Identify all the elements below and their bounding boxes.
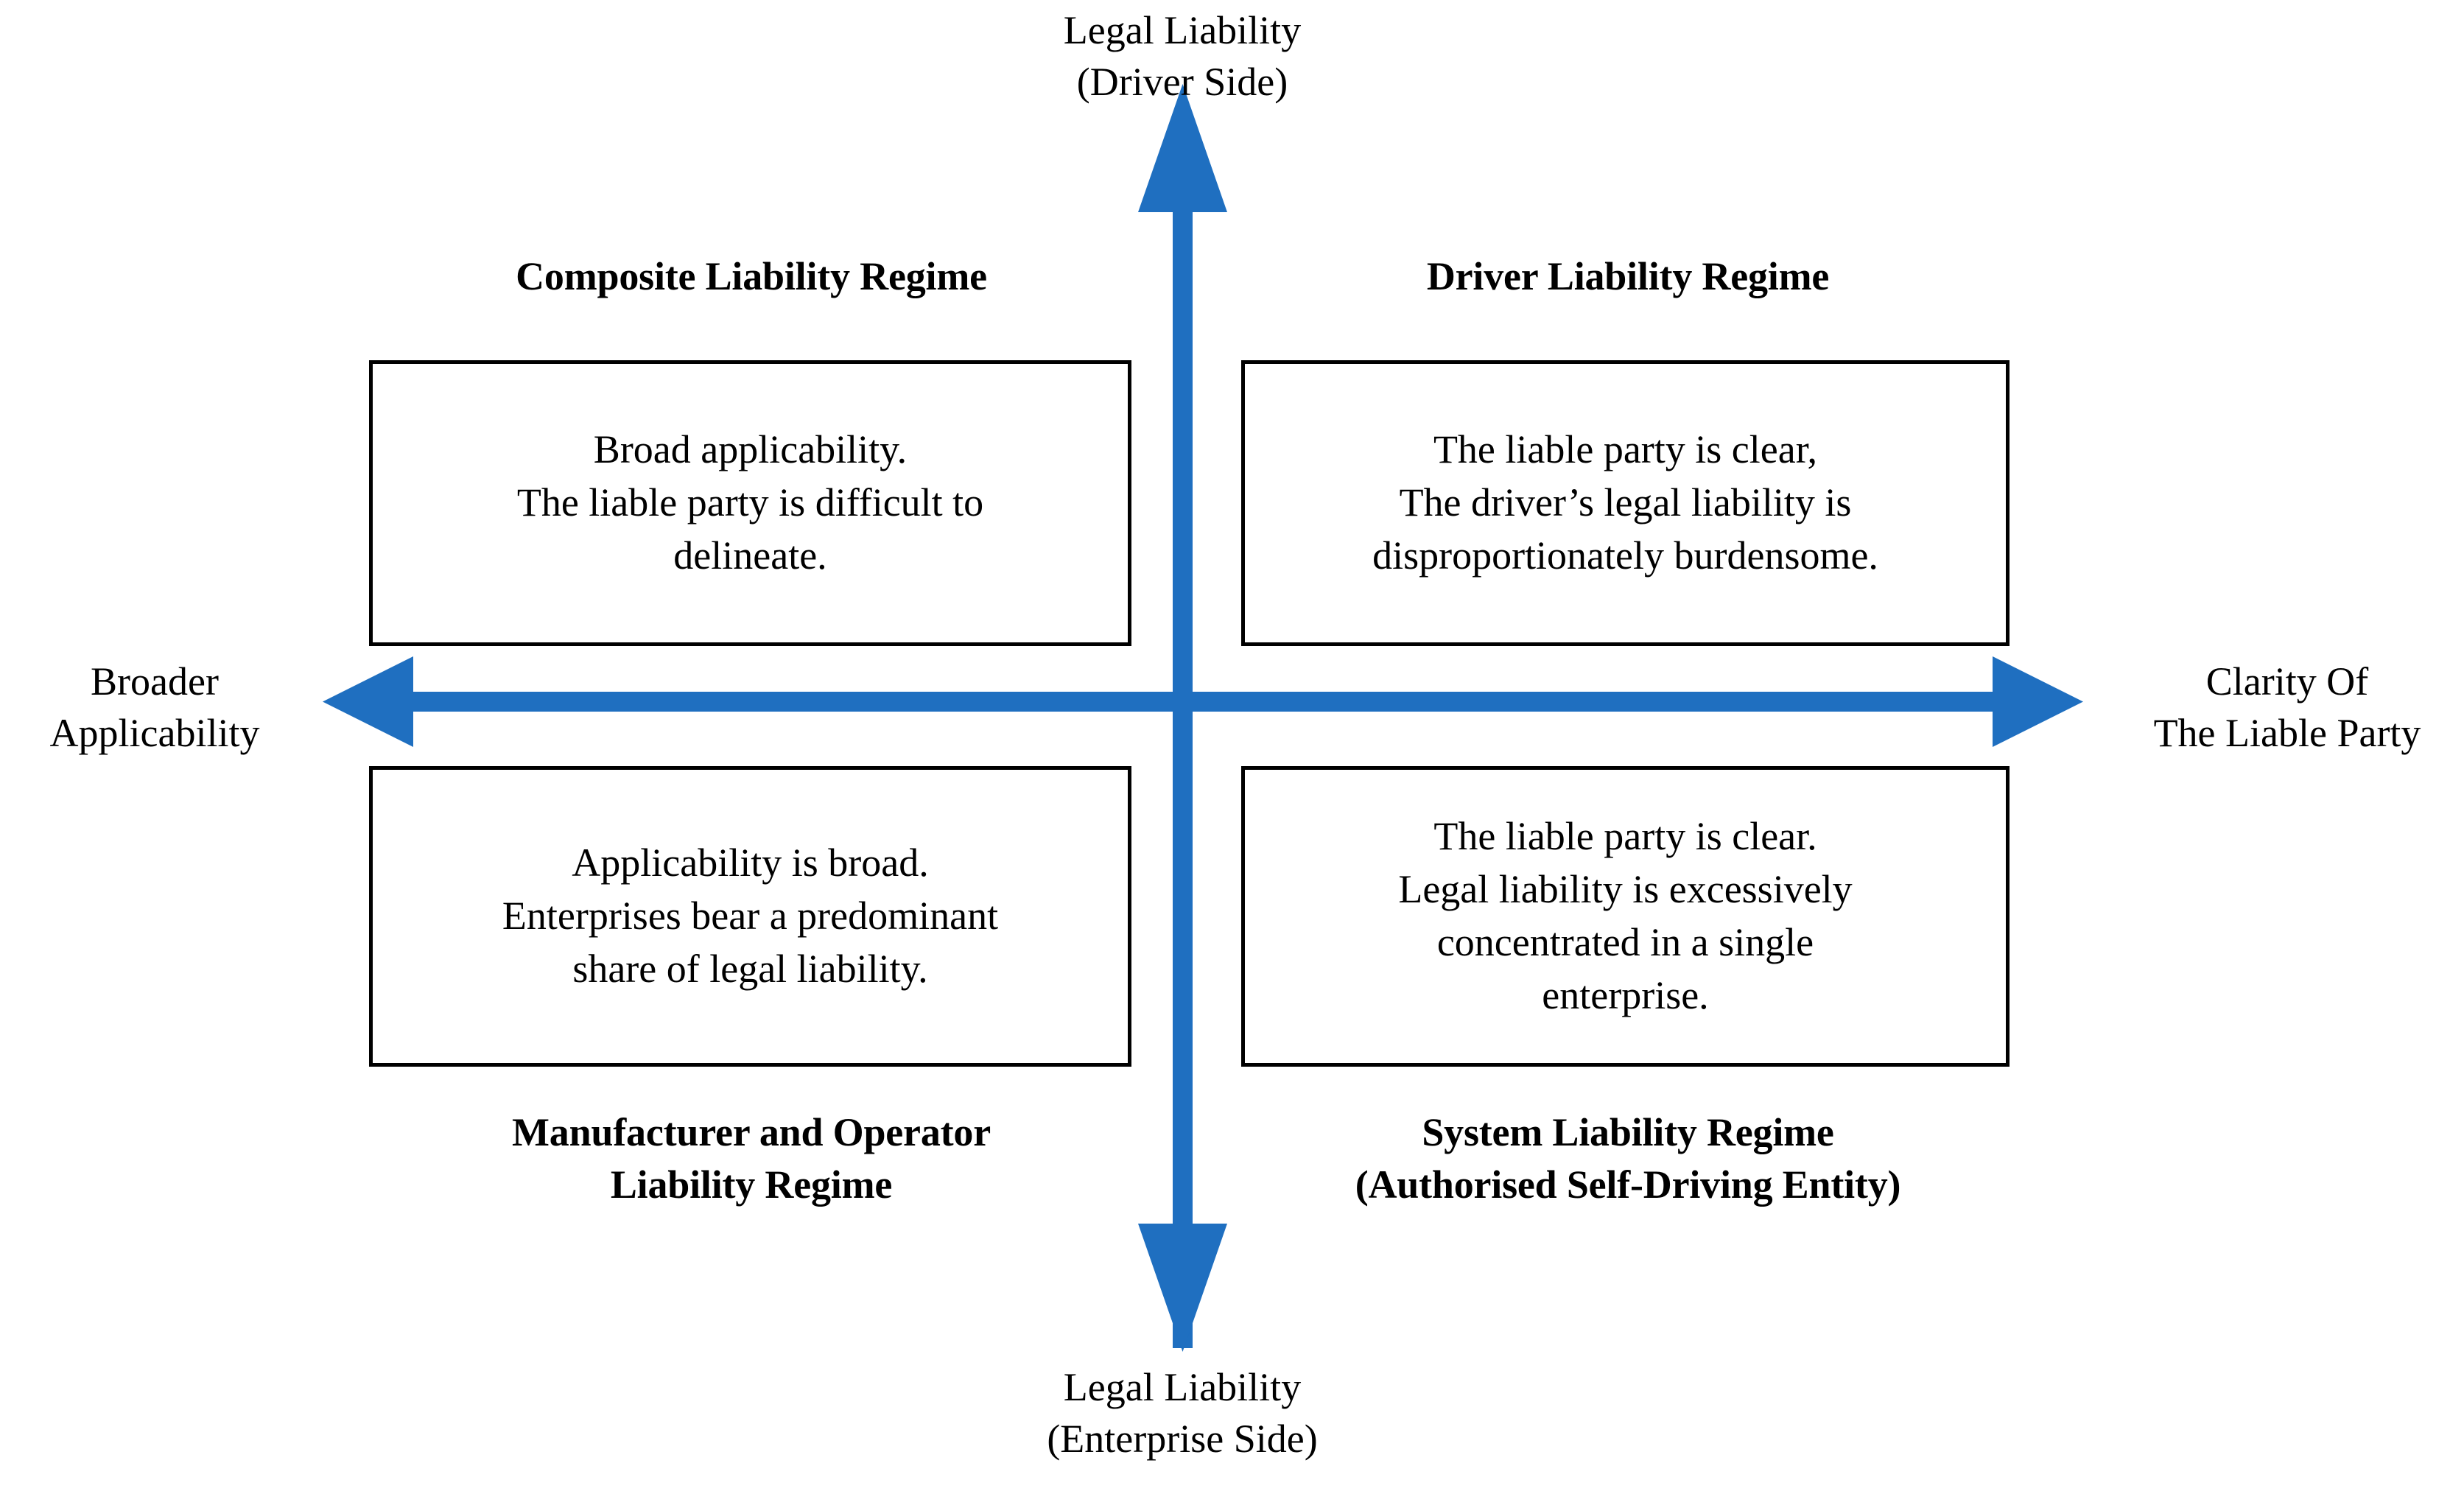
quadrant-box-system-liability-regime: The liable party is clear. Legal liabili… bbox=[1241, 766, 2010, 1067]
quadrant-body-driver-liability-regime: The liable party is clear, The driver’s … bbox=[1372, 427, 1878, 578]
quadrant-title-driver-liability-regime: Driver Liability Regime bbox=[1426, 254, 1830, 298]
axis-arrow-down-icon bbox=[1138, 1224, 1227, 1352]
quadrant-body-manufacturer-and-operator-liability-regime: Applicability is broad. Enterprises bear… bbox=[502, 841, 999, 991]
quadrant-box-driver-liability-regime: The liable party is clear, The driver’s … bbox=[1241, 360, 2010, 646]
quadrant-box-composite-liability-regime: Broad applicability. The liable party is… bbox=[369, 360, 1131, 646]
axis-label-horizontal-left: Broader Applicability bbox=[49, 659, 260, 756]
axis-label-vertical-bottom: Legal Liability (Enterprise Side) bbox=[1047, 1365, 1318, 1462]
axis-arrow-left-icon bbox=[323, 656, 413, 747]
quadrant-title-composite-liability-regime: Composite Liability Regime bbox=[516, 254, 987, 298]
quadrant-box-manufacturer-and-operator-liability-regime: Applicability is broad. Enterprises bear… bbox=[369, 766, 1131, 1067]
axis-label-vertical-top: Legal Liability (Driver Side) bbox=[1063, 8, 1302, 105]
quadrant-body-composite-liability-regime: Broad applicability. The liable party is… bbox=[516, 427, 984, 578]
quadrant-title-system-liability-regime: System Liability Regime (Authorised Self… bbox=[1355, 1110, 1901, 1207]
vertical-axis-shaft bbox=[1173, 129, 1193, 1348]
axis-arrow-right-icon bbox=[1993, 656, 2083, 747]
quadrant-title-manufacturer-and-operator-liability-regime: Manufacturer and Operator Liability Regi… bbox=[512, 1110, 991, 1207]
axis-label-horizontal-right: Clarity Of The Liable Party bbox=[2153, 659, 2421, 756]
quadrant-body-system-liability-regime: The liable party is clear. Legal liabili… bbox=[1398, 814, 1853, 1017]
horizontal-axis-shaft bbox=[368, 692, 2040, 712]
